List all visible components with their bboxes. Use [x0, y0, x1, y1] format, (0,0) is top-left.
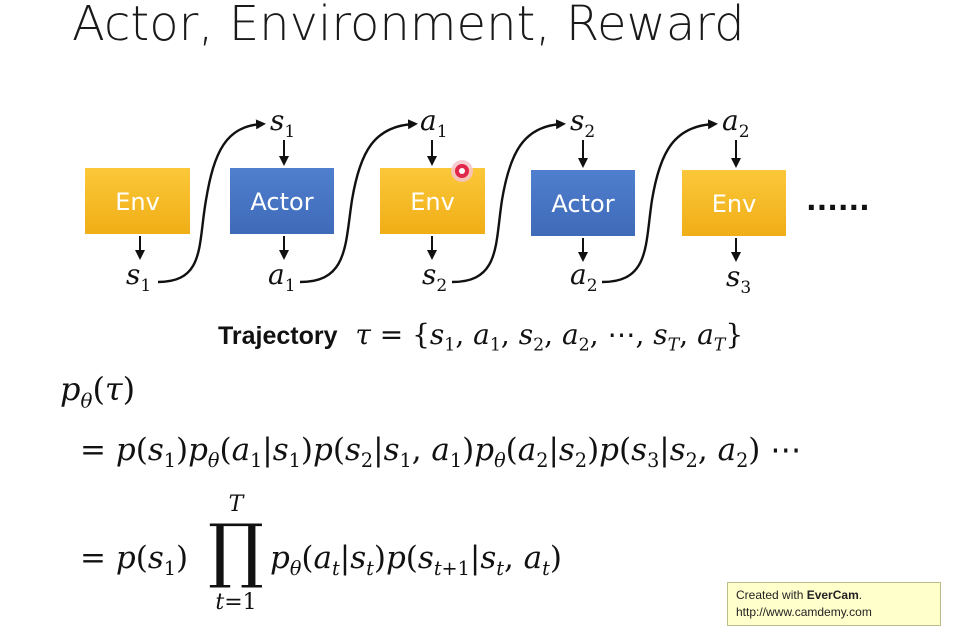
actor-box-2: Actor [531, 170, 635, 236]
p-theta-tau: pθ(τ) [60, 370, 136, 413]
env-box-3: Env [682, 170, 786, 236]
svg-text:a1: a1 [268, 258, 296, 296]
product-upper-limit: T [228, 492, 244, 517]
page-title: Actor, Environment, Reward [72, 0, 745, 52]
svg-text:a2: a2 [570, 258, 598, 296]
equation-line-1: = p(s1)pθ(a1|s1)p(s2|s1, a1)pθ(a2|s2)p(s… [80, 432, 802, 473]
actor-env-diagram: Env Actor Env Actor Env s1 a1 s2 [85, 104, 870, 298]
product-operator: T ∏ t=1 [206, 492, 266, 622]
svg-text:s1: s1 [126, 258, 151, 296]
svg-text:a1: a1 [420, 104, 448, 142]
env-box-1: Env [85, 168, 190, 234]
bottom-labels: s1 a1 s2 a2 s3 [126, 258, 751, 298]
watermark-line-1: Created with EverCam. [736, 588, 863, 602]
curve-arrows [157, 119, 718, 284]
top-labels: s1 a1 s2 a2 [270, 104, 750, 142]
evercam-watermark: Created with EverCam. http://www.camdemy… [727, 582, 941, 626]
down-arrows [135, 140, 741, 262]
env-box-label: Env [410, 188, 455, 216]
env-box-label: Env [115, 188, 160, 216]
equation-line-2-start: = p(s1) [80, 540, 189, 581]
actor-box-label: Actor [250, 188, 313, 216]
trajectory-label: Trajectory [218, 322, 338, 350]
svg-text:s2: s2 [570, 104, 595, 142]
svg-text:s3: s3 [726, 260, 751, 298]
svg-text:s2: s2 [422, 258, 447, 296]
trajectory-line: Trajectory τ = {s1, a1, s2, a2, ⋯, sT, a… [218, 318, 743, 356]
watermark-url: http://www.camdemy.com [736, 605, 872, 619]
product-lower-limit: t=1 [215, 590, 257, 615]
svg-text:a2: a2 [722, 104, 750, 142]
svg-text:s1: s1 [270, 104, 295, 142]
ellipsis: ...... [806, 184, 870, 217]
env-box-label: Env [712, 190, 757, 218]
cursor-pointer-icon [451, 160, 473, 182]
actor-box-1: Actor [230, 168, 334, 234]
product-symbol: ∏ [208, 509, 264, 591]
trajectory-formula: τ = {s1, a1, s2, a2, ⋯, sT, aT} [355, 318, 744, 356]
actor-box-label: Actor [551, 190, 614, 218]
equation-line-2-end: pθ(at|st)p(st+1|st, at) [270, 540, 562, 581]
